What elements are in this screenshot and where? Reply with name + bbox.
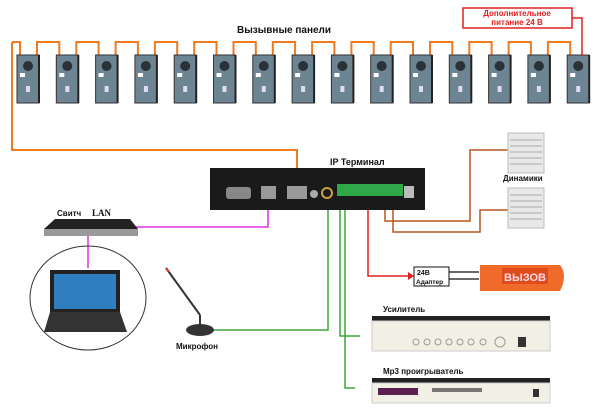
amplifier-device [371, 316, 551, 352]
adapter-label: Адаптер [416, 279, 443, 286]
panel-bus-wiring [12, 41, 572, 56]
laptop-circle [29, 245, 147, 351]
laptop-icon [44, 270, 127, 332]
speaker-icon [507, 187, 545, 229]
extra-power-label-2: питание 24 В [491, 18, 543, 27]
call-panel [566, 54, 591, 104]
call-panel [370, 54, 394, 104]
mp3-player-device [371, 378, 551, 404]
call-panel [330, 54, 355, 104]
call-panels-group [16, 54, 591, 104]
call-panel [291, 54, 316, 104]
ip-terminal-device [210, 168, 425, 210]
call-panel [95, 54, 119, 104]
extra-power-wire [572, 17, 583, 56]
amplifier-label: Усилитель [383, 305, 425, 314]
speakers-label: Динамики [503, 174, 543, 183]
microphone-wire [213, 205, 329, 331]
call-panel [409, 54, 433, 104]
arrow-icon [408, 272, 414, 280]
extra-power-label-1: Дополнительное [483, 9, 551, 18]
call-panel [252, 54, 276, 104]
call-panel [527, 54, 551, 104]
amplifier-wire [339, 196, 360, 337]
call-panel [488, 54, 512, 104]
bus-wire [12, 41, 572, 56]
ip-terminal-label: IP Терминал [330, 157, 385, 167]
speaker-wire-2 [392, 196, 510, 233]
microphone-label: Микрофон [176, 342, 218, 351]
microphone-icon [165, 267, 214, 336]
call-panel [134, 54, 158, 104]
call-panel [16, 54, 40, 104]
mp3-player-label: Mp3 проигрыватель [383, 367, 464, 376]
speaker-wire-1 [384, 149, 510, 222]
call-sign-label: ВЫЗОВ [504, 272, 546, 284]
call-sign-light [480, 265, 564, 291]
adapter-output-wires [449, 271, 479, 280]
call-panels-label: Вызывные панели [237, 25, 331, 36]
adapter-box [413, 266, 450, 287]
mp3-wire [344, 196, 355, 389]
call-panel [173, 54, 198, 104]
network-switch [44, 219, 138, 236]
call-panel [213, 54, 237, 104]
speaker-icon [507, 132, 545, 174]
lan-label: LAN [92, 208, 112, 218]
adapter-voltage-label: 24В [417, 270, 430, 277]
call-panel [55, 54, 80, 104]
switch-label: Свитч [57, 209, 82, 218]
adapter-wire [367, 197, 408, 277]
call-panel [448, 54, 473, 104]
